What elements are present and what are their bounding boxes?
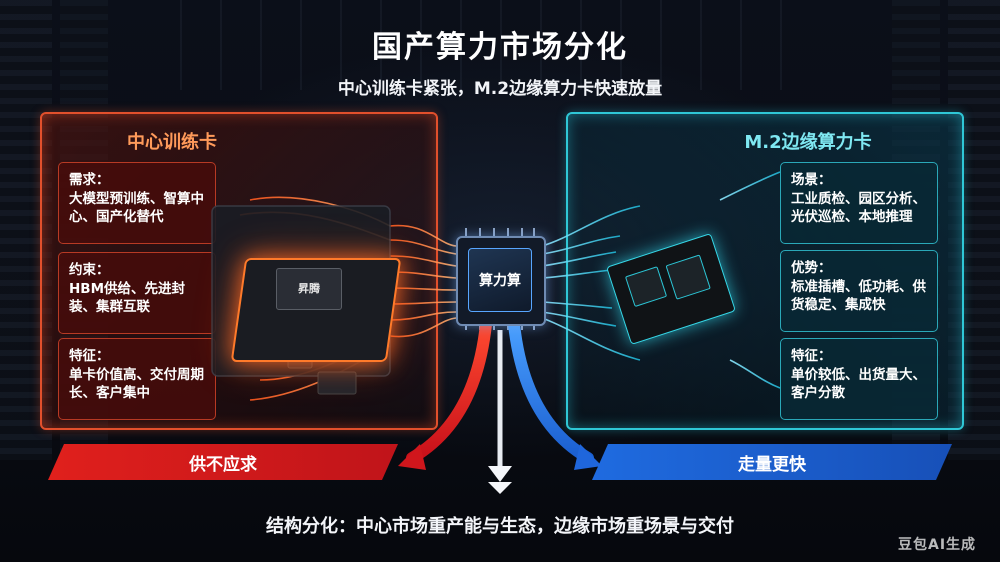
left-box-constraint-label: 约束：	[69, 262, 110, 278]
left-box-feature: 特征： 单卡价值高、交付周期长、客户集中	[58, 338, 216, 420]
page-subtitle: 中心训练卡紧张，M.2边缘算力卡快速放量	[337, 79, 663, 99]
curved-arrow-right-icon	[508, 318, 594, 464]
left-box-feature-label: 特征：	[69, 348, 110, 364]
banner-faster-volume: 走量更快	[592, 444, 952, 480]
left-box-demand-text: 大模型预训练、智算中心、国产化替代	[69, 191, 204, 225]
right-box-advantage: 优势： 标准插槽、低功耗、供货稳定、集成快	[780, 250, 938, 332]
right-box-feature-label: 特征：	[791, 348, 832, 364]
right-box-feature-text: 单价较低、出货量大、客户分散	[791, 367, 926, 401]
arrow-down-icon	[488, 466, 512, 482]
right-box-scenario-text: 工业质检、园区分析、光伏巡检、本地推理	[791, 191, 926, 225]
right-box-advantage-label: 优势：	[791, 260, 832, 276]
page-title: 国产算力市场分化	[372, 30, 628, 65]
m2-chip-a	[624, 266, 668, 308]
left-box-constraint: 约束： HBM供给、先进封装、集群互联	[58, 252, 216, 334]
right-box-feature: 特征： 单价较低、出货量大、客户分散	[780, 338, 938, 420]
center-chip-label: 算力算	[468, 248, 532, 312]
center-chip-pins	[465, 228, 535, 330]
left-box-demand: 需求： 大模型预训练、智算中心、国产化替代	[58, 162, 216, 244]
left-box-constraint-text: HBM供给、先进封装、集群互联	[69, 281, 186, 315]
component-block	[317, 371, 357, 395]
big-chip-label: 昇腾	[298, 282, 320, 295]
curved-arrow-left-icon	[406, 318, 492, 464]
right-box-advantage-text: 标准插槽、低功耗、供货稳定、集成快	[791, 279, 926, 313]
right-box-scenario-label: 场景：	[791, 172, 832, 188]
left-panel-title: 中心训练卡	[127, 132, 217, 153]
left-arrow-head	[398, 444, 426, 470]
conclusion-text: 结构分化：中心市场重产能与生态，边缘市场重场景与交付	[266, 516, 734, 537]
arrow-down-icon-2	[488, 482, 512, 494]
m2-edge-card-panel: M.2边缘算力卡 场景： 工业质检、园区分析、光伏巡检、本地推理 优势： 标准插…	[566, 112, 964, 430]
right-box-scenario: 场景： 工业质检、园区分析、光伏巡检、本地推理	[780, 162, 938, 244]
big-chip-die: 昇腾	[276, 268, 342, 310]
m2-chip-b	[665, 254, 711, 300]
watermark: 豆包AI生成	[898, 537, 977, 553]
right-arrow-head	[574, 444, 602, 470]
cyan-traces	[541, 171, 781, 389]
left-box-demand-label: 需求：	[69, 172, 110, 188]
banner-supply-shortage: 供不应求	[48, 444, 398, 480]
ceiling-lights	[180, 0, 820, 90]
left-box-feature-text: 单卡价值高、交付周期长、客户集中	[69, 367, 204, 401]
right-panel-title: M.2边缘算力卡	[744, 132, 872, 153]
